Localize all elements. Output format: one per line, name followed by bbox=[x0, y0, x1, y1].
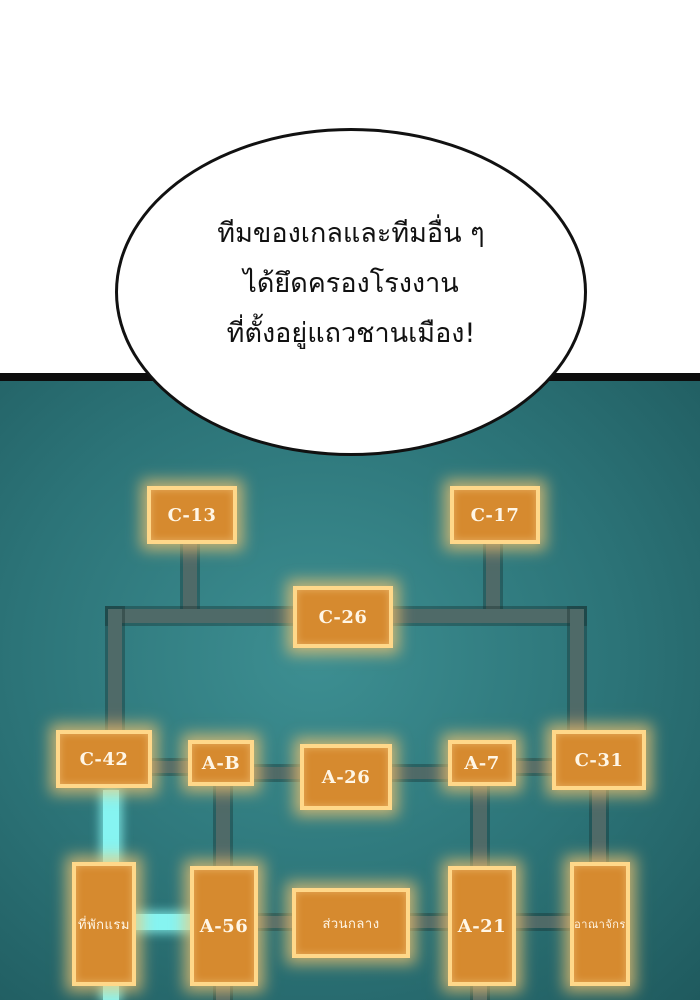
map-node-central[interactable]: ส่วนกลาง bbox=[292, 888, 410, 958]
map-node-c17[interactable]: C-17 bbox=[450, 486, 540, 544]
connector-central-a21 bbox=[408, 916, 450, 928]
connector-a7-a21 bbox=[473, 786, 487, 868]
speech-line-1: ทีมของเกลและทีมอื่น ๆ bbox=[217, 218, 485, 249]
connector-a21-down bbox=[473, 985, 487, 1000]
connector-rest-down-highlight bbox=[103, 985, 119, 1000]
speech-line-2: ได้ยึดครองโรงงาน bbox=[243, 268, 459, 299]
speech-bubble: ทีมของเกลและทีมอื่น ๆ ได้ยึดครองโรงงาน ท… bbox=[115, 128, 587, 456]
connector-a56-down bbox=[216, 985, 230, 1000]
map-node-c42[interactable]: C-42 bbox=[56, 730, 152, 788]
connector-c31-kingdom bbox=[592, 790, 606, 868]
connector-a56-central bbox=[255, 916, 295, 928]
connector-a26-a7 bbox=[390, 767, 450, 779]
connector-ab-a26 bbox=[250, 767, 305, 779]
map-node-a26[interactable]: A-26 bbox=[300, 744, 392, 810]
connector-left-vertical bbox=[108, 609, 122, 734]
connector-ab-a56 bbox=[216, 786, 230, 868]
connector-c42-rest-highlight[interactable] bbox=[103, 790, 119, 870]
connector-a7-c31 bbox=[512, 761, 557, 773]
connector-c17-down bbox=[486, 540, 500, 620]
connector-c42-ab bbox=[150, 761, 195, 773]
connector-c13-down bbox=[183, 540, 197, 620]
map-node-c31[interactable]: C-31 bbox=[552, 730, 646, 790]
map-node-a7[interactable]: A-7 bbox=[448, 740, 516, 786]
connector-right-vertical bbox=[570, 609, 584, 734]
map-node-a21[interactable]: A-21 bbox=[448, 866, 516, 986]
connector-rest-a56-highlight[interactable] bbox=[133, 914, 193, 930]
map-node-ab[interactable]: A-B bbox=[188, 740, 254, 786]
map-node-rest-camp[interactable]: ที่พักแรม bbox=[72, 862, 136, 986]
speech-line-3: ที่ตั้งอยู่แถวชานเมือง! bbox=[226, 318, 476, 349]
map-node-kingdom[interactable]: อาณาจักร bbox=[570, 862, 630, 986]
connector-a21-kingdom bbox=[512, 916, 574, 928]
map-node-c13[interactable]: C-13 bbox=[147, 486, 237, 544]
map-node-c26[interactable]: C-26 bbox=[293, 586, 393, 648]
map-node-a56[interactable]: A-56 bbox=[190, 866, 258, 986]
speech-bubble-text: ทีมของเกลและทีมอื่น ๆ ได้ยึดครองโรงงาน ท… bbox=[217, 209, 484, 359]
